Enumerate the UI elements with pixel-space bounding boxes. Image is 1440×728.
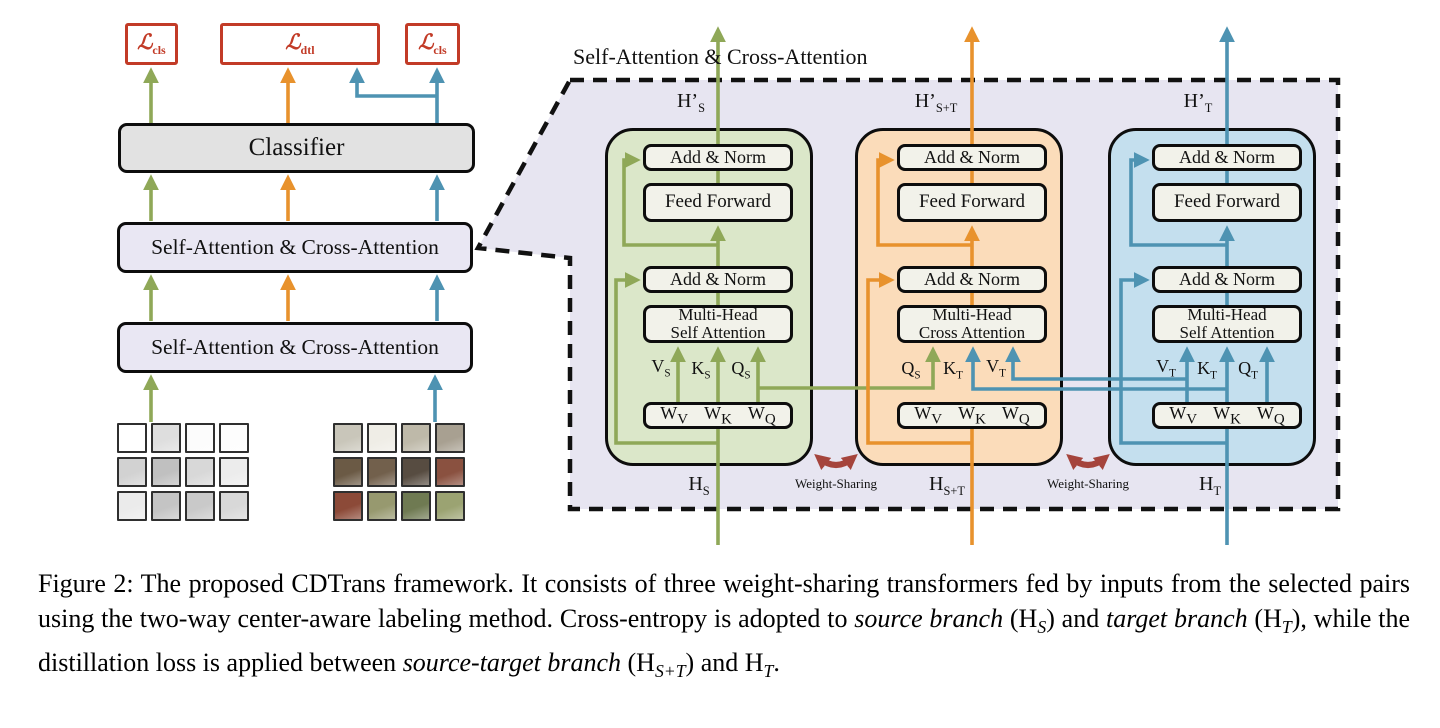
classifier-box: Classifier (118, 123, 475, 173)
qkv-label-vt: VT (1156, 356, 1176, 380)
attention-layer-2-box: Self-Attention & Cross-Attention (117, 322, 473, 373)
qkv-label-qs: QS (731, 358, 751, 382)
output-label-source: H’S (676, 90, 706, 115)
weight-sharing-label-2: Weight-Sharing (1047, 476, 1129, 491)
loss-cls-source-box: ℒcls (125, 23, 178, 65)
loss-dtl-box: ℒdtl (220, 23, 380, 65)
image-patch (333, 491, 363, 521)
qkv-label-kt-pair: KT (943, 358, 963, 382)
add-norm-2-box-target: Add & Norm (1152, 266, 1302, 293)
input-label-hs: HS (688, 473, 710, 498)
self-attention-box-target: Multi-Head Self Attention (1152, 305, 1302, 343)
qkv-label-ks: KS (691, 358, 711, 382)
add-norm-1-box-source: Add & Norm (643, 144, 793, 171)
loss-cls-target-label: ℒcls (418, 29, 447, 58)
image-patch (219, 491, 249, 521)
image-patch (435, 491, 465, 521)
loss-cls-target-box: ℒcls (405, 23, 460, 65)
image-patch (117, 423, 147, 453)
qkv-label-kt: KT (1197, 358, 1217, 382)
input-label-ht: HT (1198, 473, 1222, 498)
image-patch (151, 457, 181, 487)
add-norm-1-box-pair: Add & Norm (897, 144, 1047, 171)
output-label-target: H’T (1183, 90, 1213, 115)
image-patch (333, 423, 363, 453)
weight-sharing-label-1: Weight-Sharing (795, 476, 877, 491)
loss-dtl-label: ℒdtl (285, 29, 315, 58)
input-label-hst: HS+T (929, 473, 965, 498)
image-patch (185, 423, 215, 453)
add-norm-2-box-pair: Add & Norm (897, 266, 1047, 293)
feed-forward-box-source: Feed Forward (643, 183, 793, 222)
image-patch (401, 491, 431, 521)
loss-cls-source-label: ℒcls (137, 29, 166, 58)
image-patch (185, 491, 215, 521)
qkv-label-qt: QT (1238, 358, 1258, 382)
image-patch (367, 423, 397, 453)
panel-title: Self-Attention & Cross-Attention (573, 44, 868, 69)
source-image-grid (117, 423, 249, 521)
figure-caption: Figure 2: The proposed CDTrans framework… (38, 569, 1411, 682)
classifier-label: Classifier (248, 134, 345, 161)
attention-layer-2-label: Self-Attention & Cross-Attention (151, 335, 439, 359)
qkv-label-qs-pair: QS (901, 358, 921, 382)
image-patch (367, 491, 397, 521)
self-attention-box-source: Multi-Head Self Attention (643, 305, 793, 343)
attention-layer-1-box: Self-Attention & Cross-Attention (117, 222, 473, 273)
feed-forward-box-pair: Feed Forward (897, 183, 1047, 222)
add-norm-1-box-target: Add & Norm (1152, 144, 1302, 171)
attention-layer-1-label: Self-Attention & Cross-Attention (151, 235, 439, 259)
image-patch (219, 423, 249, 453)
image-patch (219, 457, 249, 487)
image-patch (401, 457, 431, 487)
qkv-label-vs: VS (651, 356, 671, 380)
image-patch (435, 423, 465, 453)
feed-forward-box-target: Feed Forward (1152, 183, 1302, 222)
add-norm-2-box-source: Add & Norm (643, 266, 793, 293)
image-patch (117, 491, 147, 521)
image-patch (185, 457, 215, 487)
image-patch (333, 457, 363, 487)
image-patch (151, 423, 181, 453)
image-patch (367, 457, 397, 487)
image-patch (435, 457, 465, 487)
output-label-source-target: H’S+T (914, 90, 958, 115)
image-patch (117, 457, 147, 487)
qkv-label-vt-pair: VT (986, 356, 1006, 380)
image-patch (151, 491, 181, 521)
image-patch (401, 423, 431, 453)
target-image-grid (333, 423, 465, 521)
cross-attention-box-pair: Multi-Head Cross Attention (897, 305, 1047, 343)
